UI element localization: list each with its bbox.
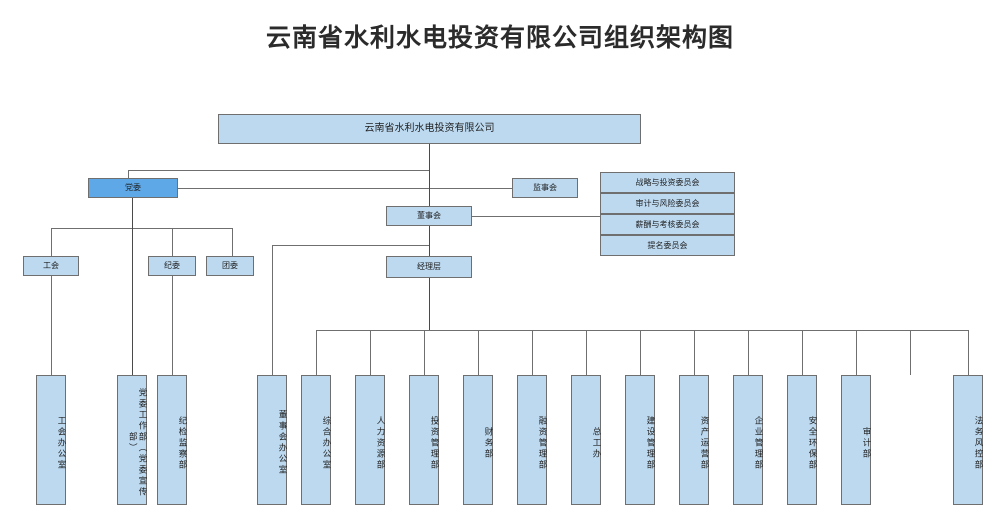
connector-drop-dept-4 [478, 330, 479, 375]
connector-drop-dept-3 [424, 330, 425, 375]
node-dept-human-resources[interactable]: 人力资源部 [355, 375, 385, 505]
connector-drop-labor-union [51, 228, 52, 256]
connector-drop-dept-12 [910, 330, 911, 375]
connector-drop-dept-13 [968, 330, 969, 375]
connector-to-party-committee [128, 170, 129, 178]
node-dept-investment-management[interactable]: 投资管理部 [409, 375, 439, 505]
node-committee-remuneration-assessment[interactable]: 薪酬与考核委员会 [600, 214, 735, 235]
node-dept-asset-operation[interactable]: 资产运营部 [679, 375, 709, 505]
connector-company-stem [429, 144, 430, 170]
node-management[interactable]: 经理层 [386, 256, 472, 278]
connector-labor-union-to-office [51, 276, 52, 375]
node-committee-nomination[interactable]: 提名委员会 [600, 235, 735, 256]
connector-management-stem [429, 278, 430, 330]
connector-drop-youth-league [232, 228, 233, 256]
connector-board-to-committees [472, 216, 600, 217]
node-dept-financing-management[interactable]: 融资管理部 [517, 375, 547, 505]
node-dept-party-work[interactable]: 党委工作部（党委宣传部） [117, 375, 147, 505]
node-party-committee[interactable]: 党委 [88, 178, 178, 198]
node-board-of-directors[interactable]: 董事会 [386, 206, 472, 226]
node-dept-safety-environment[interactable]: 安全环保部 [787, 375, 817, 505]
node-dept-discipline-inspection[interactable]: 纪检监察部 [157, 375, 187, 505]
node-dept-legal-risk-control[interactable]: 法务风控部 [953, 375, 983, 505]
connector-discipline-to-inspection-dept [172, 276, 173, 375]
connector-board-office-branch [272, 245, 429, 246]
node-dept-audit[interactable]: 审计部 [841, 375, 871, 505]
connector-board-office-drop [272, 245, 273, 375]
connector-drop-discipline-committee [172, 228, 173, 256]
connector-party-to-work-dept [132, 228, 133, 375]
connector-board-to-management [429, 226, 430, 256]
connector-party-stem [132, 198, 133, 228]
node-committee-strategy-investment[interactable]: 战略与投资委员会 [600, 172, 735, 193]
connector-drop-dept-1 [316, 330, 317, 375]
connector-departments-bar [316, 330, 969, 331]
connector-company-to-board [429, 170, 430, 206]
node-labor-union[interactable]: 工会 [23, 256, 79, 276]
connector-drop-dept-5 [532, 330, 533, 375]
connector-drop-dept-8 [694, 330, 695, 375]
node-dept-labor-union-office[interactable]: 工会办公室 [36, 375, 66, 505]
connector-drop-dept-2 [370, 330, 371, 375]
connector-party-children-bar [51, 228, 233, 229]
node-dept-board-office[interactable]: 董事会办公室 [257, 375, 287, 505]
node-supervisory-board[interactable]: 监事会 [512, 178, 578, 198]
connector-drop-dept-10 [802, 330, 803, 375]
connector-company-spine [128, 170, 430, 171]
node-dept-construction-management[interactable]: 建设管理部 [625, 375, 655, 505]
node-dept-enterprise-management[interactable]: 企业管理部 [733, 375, 763, 505]
connector-drop-dept-6 [586, 330, 587, 375]
node-youth-league[interactable]: 团委 [206, 256, 254, 276]
node-committee-audit-risk[interactable]: 审计与风险委员会 [600, 193, 735, 214]
connector-drop-dept-11 [856, 330, 857, 375]
connector-drop-dept-9 [748, 330, 749, 375]
node-company[interactable]: 云南省水利水电投资有限公司 [218, 114, 641, 144]
page-title: 云南省水利水电投资有限公司组织架构图 [265, 23, 734, 52]
node-dept-finance[interactable]: 财务部 [463, 375, 493, 505]
node-discipline-committee[interactable]: 纪委 [148, 256, 196, 276]
connector-drop-dept-7 [640, 330, 641, 375]
node-dept-chief-engineer-office[interactable]: 总工办 [571, 375, 601, 505]
node-dept-general-office[interactable]: 综合办公室 [301, 375, 331, 505]
connector-party-to-supervisory [178, 188, 512, 189]
